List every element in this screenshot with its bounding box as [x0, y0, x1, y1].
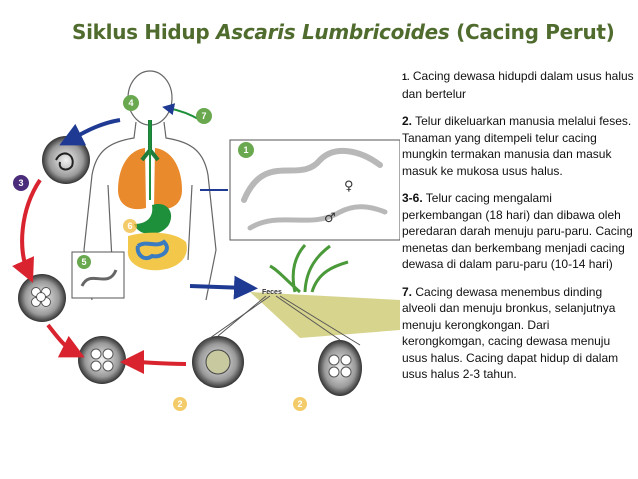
svg-text:5: 5 — [81, 257, 86, 267]
feces-label: Feces — [262, 289, 282, 296]
step-text: Cacing dewasa menembus dinding alveoli d… — [402, 284, 619, 382]
page-title: Siklus Hidup Ascaris Lumbricoides (Cacin… — [72, 20, 632, 44]
arrow-morula-to-cell — [46, 323, 85, 358]
step-text: Telur cacing mengalami perkembangan (18 … — [402, 191, 633, 271]
arrow-7-to-esophagus — [162, 103, 201, 121]
soil-and-plant: Feces — [199, 243, 400, 346]
unfertilized-egg-image — [318, 340, 362, 396]
title-suffix: (Cacing Perut) — [449, 20, 615, 44]
step-7-description: 7. Cacing dewasa menembus dinding alveol… — [402, 284, 634, 383]
step-badge-2b: 2 — [293, 397, 307, 411]
svg-text:4: 4 — [128, 98, 133, 108]
step-number: 1. — [402, 72, 410, 82]
step-1-description: 1. Cacing dewasa hidupdi dalam usus halu… — [402, 68, 634, 102]
step-text: Cacing dewasa hidupdi dalam usus halus d… — [402, 69, 634, 101]
title-prefix: Siklus Hidup — [72, 20, 217, 44]
arrow-body-to-feces — [189, 275, 258, 300]
male-symbol: ♂ — [324, 211, 336, 226]
female-symbol: ♀ — [344, 179, 354, 194]
life-cycle-diagram: ♀ ♂ Feces — [12, 70, 400, 411]
step-badge-6: 6 — [123, 219, 137, 233]
step-badge-3: 3 — [13, 175, 29, 191]
egg-stage-3-image — [42, 136, 90, 184]
step-3-6-description: 3-6. Telur cacing mengalami perkembangan… — [402, 190, 634, 273]
step-badge-1: 1 — [238, 142, 254, 158]
step-number: 3-6. — [402, 191, 423, 205]
step-badge-4: 4 — [123, 95, 139, 111]
svg-text:2: 2 — [177, 399, 182, 409]
svg-text:6: 6 — [127, 221, 132, 231]
stomach — [134, 203, 172, 235]
step-number: 2. — [402, 114, 413, 128]
life-cycle-description: 1. Cacing dewasa hidupdi dalam usus halu… — [402, 68, 634, 394]
svg-text:2: 2 — [297, 399, 302, 409]
step-badge-5: 5 — [77, 255, 91, 269]
step-text: Telur dikeluarkan manusia melalui feses.… — [402, 114, 632, 178]
step-badge-7: 7 — [196, 108, 212, 124]
arrow-fertilized-to-cell — [120, 350, 187, 375]
step-badge-2a: 2 — [173, 397, 187, 411]
title-scientific-name: Ascaris Lumbricoides — [216, 20, 450, 44]
fertilized-egg-image — [192, 336, 244, 388]
step-2-description: 2. Telur dikeluarkan manusia melalui fes… — [402, 113, 634, 179]
egg-morula-image — [18, 274, 66, 322]
svg-text:1: 1 — [243, 145, 248, 155]
step-number: 7. — [402, 284, 413, 299]
svg-text:3: 3 — [18, 178, 23, 188]
small-intestine — [127, 232, 187, 271]
egg-cell-stage-image — [78, 336, 126, 384]
svg-text:7: 7 — [201, 111, 206, 121]
arrow-4-to-egg — [59, 118, 121, 146]
adult-worms-panel: ♀ ♂ — [229, 139, 400, 241]
lungs — [118, 120, 182, 210]
arrow-egg-to-morula — [12, 178, 42, 283]
